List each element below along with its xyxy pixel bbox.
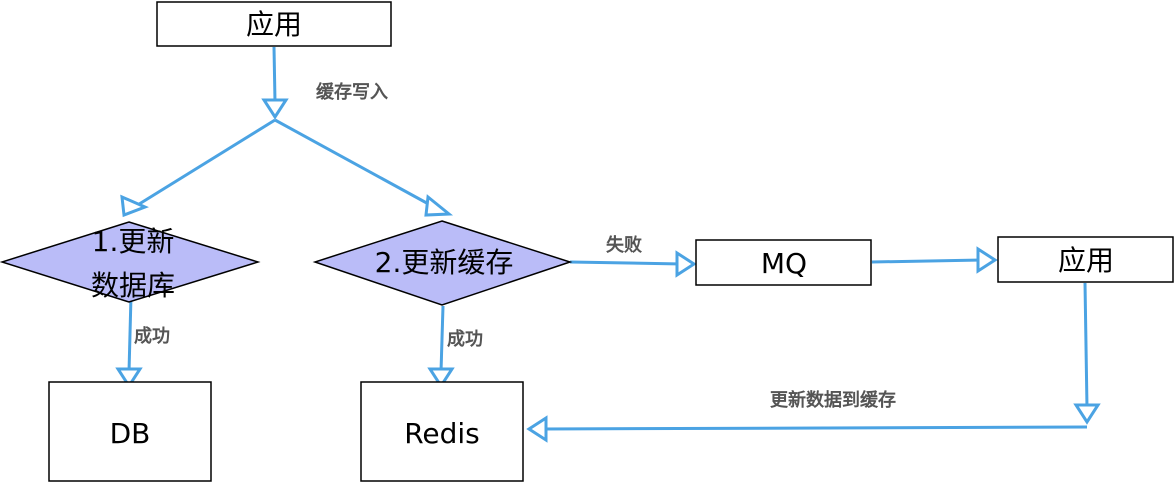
node-mq: MQ — [695, 239, 872, 286]
edge-app-to-redis — [541, 425, 1088, 431]
edge-labels: 缓存写入 失败 成功 成功 更新数据到缓存 — [134, 81, 896, 411]
edge-app-down — [1083, 282, 1089, 409]
edge-app-to-redis-arrowhead — [526, 415, 548, 443]
node-update-cache-label: 2.更新缓存 — [375, 246, 514, 279]
node-app-top-label: 应用 — [246, 8, 302, 41]
edge-app-to-branch-arrowhead — [261, 98, 289, 120]
node-app-right: 应用 — [997, 236, 1174, 283]
edge-branch-to-update-db — [135, 118, 276, 208]
node-redis: Redis — [360, 381, 524, 482]
node-app-right-label: 应用 — [1058, 244, 1114, 277]
node-update-db-line1: 1.更新 — [92, 225, 175, 258]
label-success-redis: 成功 — [447, 328, 483, 350]
node-db: DB — [48, 381, 212, 482]
edge-app-to-branch — [272, 46, 277, 103]
node-mq-label: MQ — [761, 247, 807, 280]
edge-update-cache-to-mq-arrowhead — [675, 250, 697, 278]
node-db-label: DB — [110, 417, 151, 450]
edge-update-cache-to-redis-arrowhead — [427, 367, 455, 389]
edge-update-db-to-db-arrowhead — [115, 367, 143, 389]
label-cache-write: 缓存写入 — [316, 81, 388, 103]
node-update-db-diamond: 1.更新 数据库 — [0, 221, 261, 303]
node-update-cache-diamond: 2.更新缓存 — [312, 220, 573, 306]
label-update-data-to-cache: 更新数据到缓存 — [770, 389, 896, 411]
edge-update-cache-to-redis — [439, 305, 445, 373]
edge-update-db-to-db — [127, 295, 133, 373]
edge-mq-to-app — [871, 258, 983, 264]
edge-update-cache-to-mq — [569, 260, 683, 266]
edge-mq-to-app-arrowhead — [976, 246, 998, 274]
edges — [115, 46, 1101, 443]
label-success-db: 成功 — [134, 325, 170, 347]
node-redis-label: Redis — [404, 417, 480, 450]
edge-app-down-arrowhead — [1073, 403, 1101, 425]
edge-branch-to-update-db-arrowhead — [120, 194, 149, 218]
edge-branch-to-update-cache — [274, 118, 435, 209]
node-update-db-line2: 数据库 — [91, 269, 175, 302]
edge-branch-to-update-cache-arrowhead — [424, 194, 454, 217]
node-app-top: 应用 — [156, 1, 392, 47]
label-fail: 失败 — [606, 234, 642, 256]
